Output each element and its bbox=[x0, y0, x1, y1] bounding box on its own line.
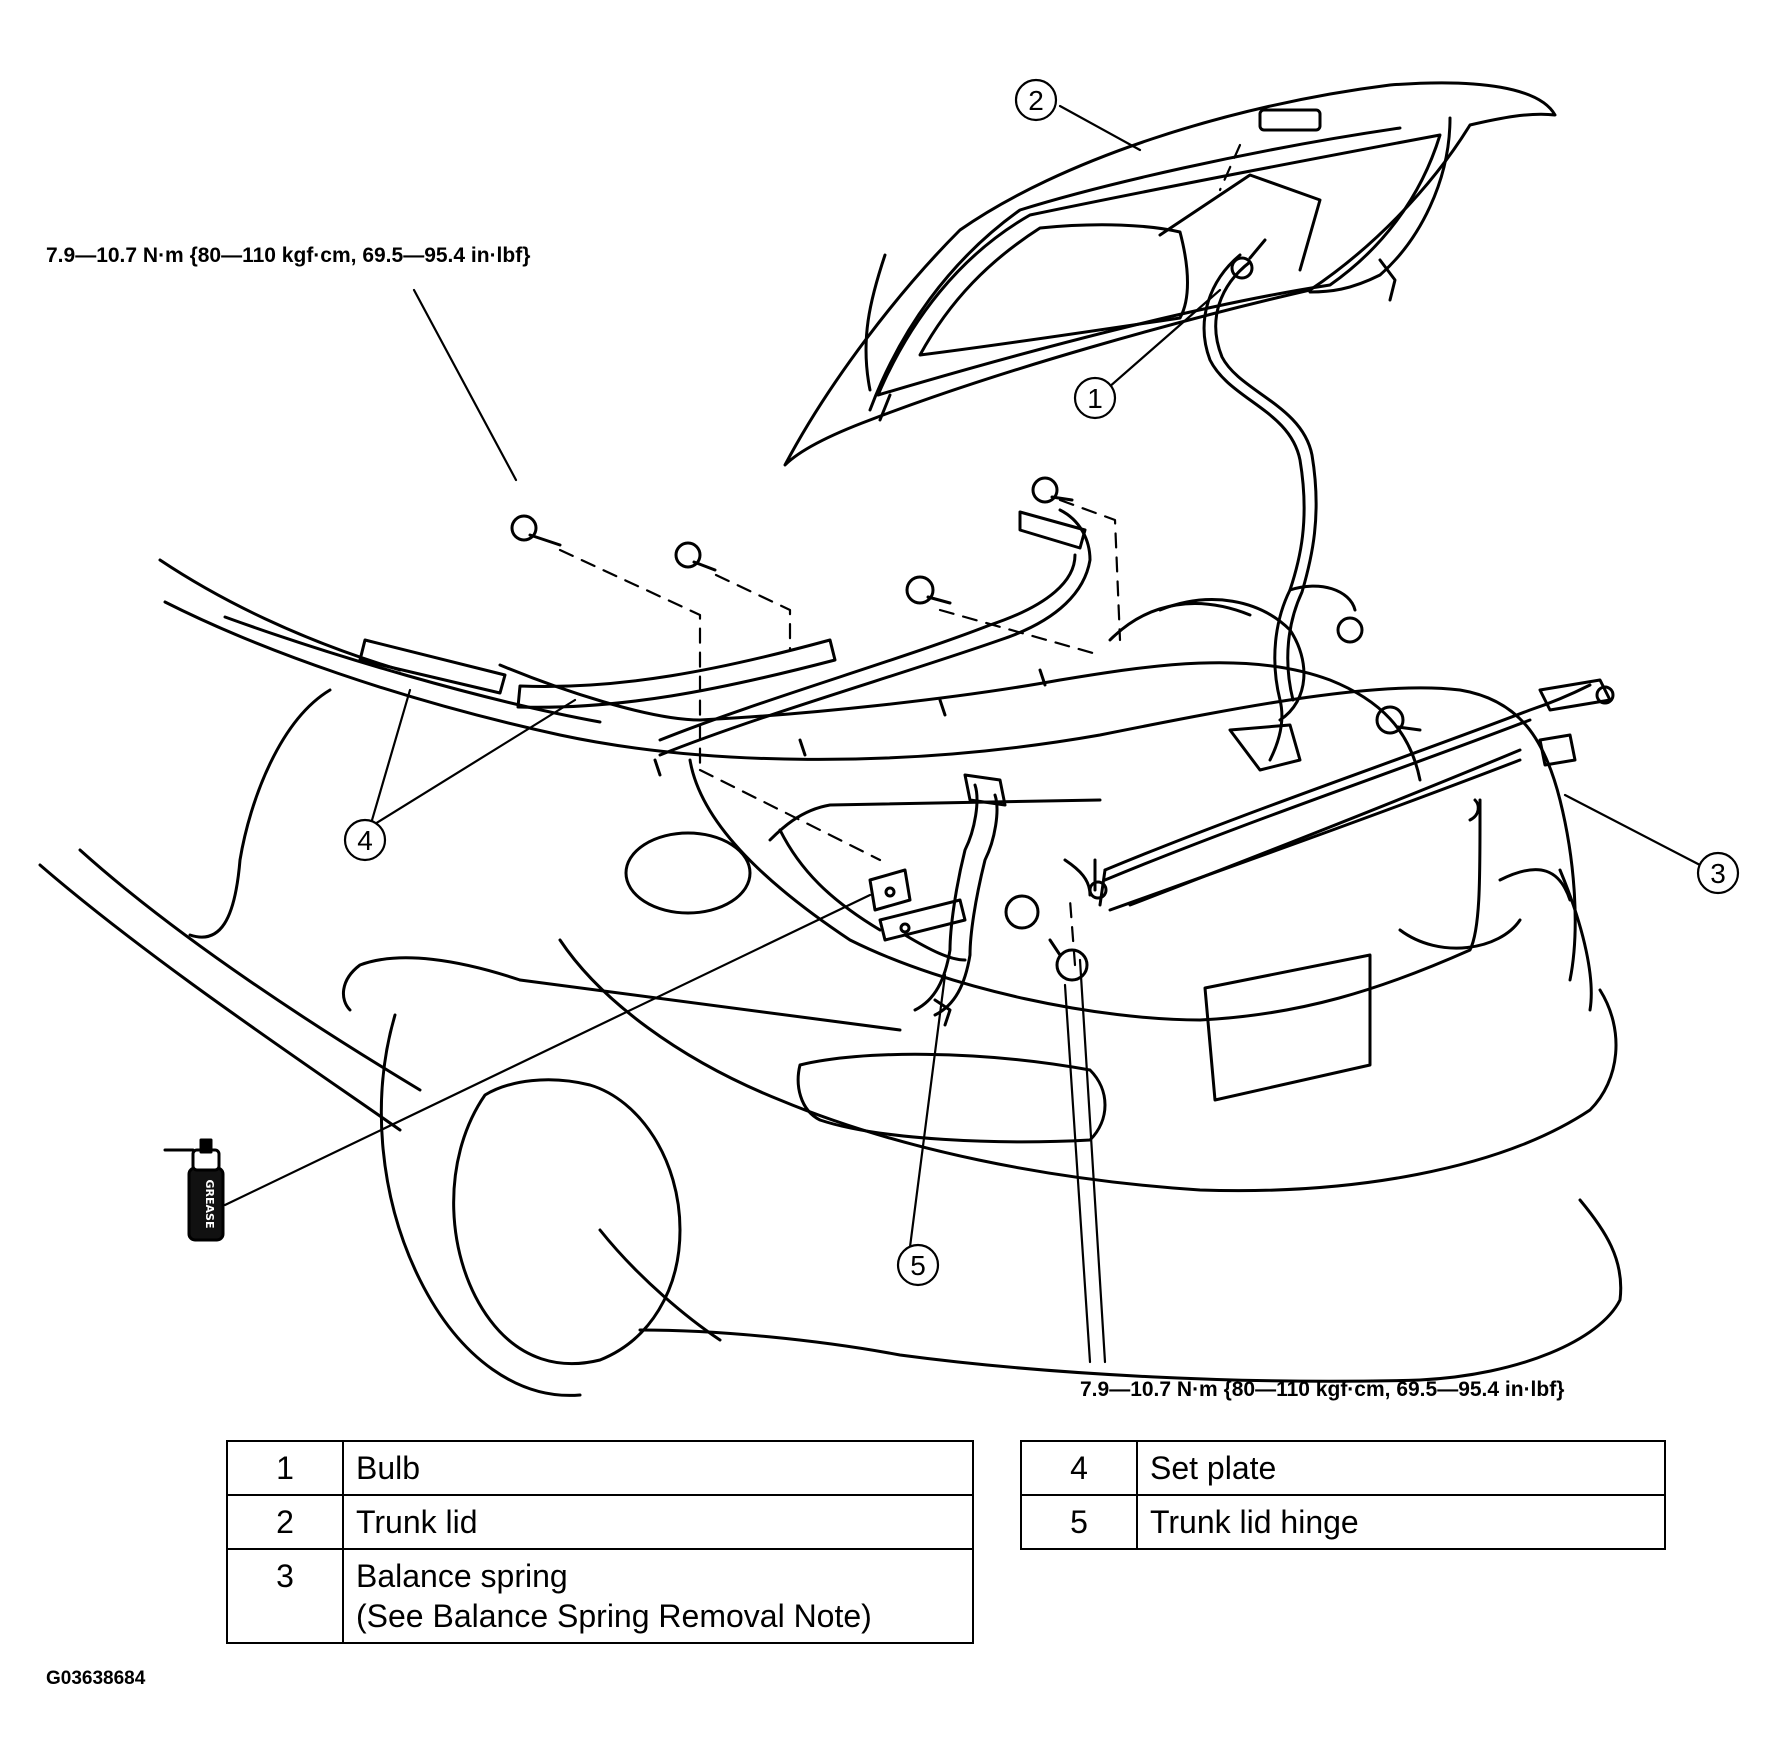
legend-part-name: Set plate bbox=[1136, 1440, 1666, 1496]
callout-circle-5 bbox=[896, 1243, 940, 1287]
parts-legend-right: 4 Set plate 5 Trunk lid hinge bbox=[1020, 1440, 1666, 1550]
callout-number-3: 3 bbox=[1710, 858, 1726, 889]
callout-circle-2 bbox=[1014, 78, 1058, 122]
callout-number-4: 4 bbox=[357, 825, 373, 856]
table-row: 4 Set plate bbox=[1020, 1440, 1666, 1496]
legend-part-note: (See Balance Spring Removal Note) bbox=[356, 1598, 872, 1634]
balance-spring-drawing bbox=[1093, 678, 1615, 912]
legend-part-cell: Balance spring (See Balance Spring Remov… bbox=[342, 1548, 974, 1644]
legend-part-name: Bulb bbox=[342, 1440, 974, 1496]
callout-number-1: 1 bbox=[1087, 383, 1103, 414]
legend-part-name: Trunk lid bbox=[342, 1494, 974, 1550]
table-row: 3 Balance spring (See Balance Spring Rem… bbox=[226, 1548, 974, 1644]
table-row: 2 Trunk lid bbox=[226, 1494, 974, 1550]
clips-and-bolts-drawing bbox=[510, 476, 1422, 982]
callout-circle-3 bbox=[1696, 851, 1740, 895]
car-body-drawing bbox=[38, 558, 1623, 1397]
table-row: 5 Trunk lid hinge bbox=[1020, 1494, 1666, 1550]
table-row: 1 Bulb bbox=[226, 1440, 974, 1496]
callout-circle-1 bbox=[1073, 376, 1117, 420]
legend-part-name: Balance spring bbox=[356, 1558, 568, 1594]
legend-number: 1 bbox=[226, 1440, 344, 1496]
callout-circles bbox=[343, 78, 1740, 1287]
torque-spec-top: 7.9—10.7 N·m {80—110 kgf·cm, 69.5—95.4 i… bbox=[46, 244, 531, 267]
legend-number: 2 bbox=[226, 1494, 344, 1550]
legend-part-name: Trunk lid hinge bbox=[1136, 1494, 1666, 1550]
set-plate-drawing bbox=[358, 508, 1306, 777]
callout-circle-4 bbox=[343, 818, 387, 862]
legend-number: 3 bbox=[226, 1548, 344, 1644]
figure-code: G03638684 bbox=[46, 1668, 146, 1689]
parts-legend-left: 1 Bulb 2 Trunk lid 3 Balance spring (See… bbox=[226, 1440, 974, 1644]
trunk-lid-drawing bbox=[783, 81, 1557, 467]
callout-number-2: 2 bbox=[1028, 85, 1044, 116]
legend-number: 5 bbox=[1020, 1494, 1138, 1550]
grease-can-label: GREASE bbox=[203, 1180, 216, 1229]
torque-spec-bottom: 7.9—10.7 N·m {80—110 kgf·cm, 69.5—95.4 i… bbox=[1080, 1378, 1565, 1401]
leader-lines bbox=[223, 104, 1702, 1364]
grease-can-icon bbox=[163, 1138, 225, 1242]
trunk-lid-hinge-drawing bbox=[868, 773, 1007, 1027]
bulb-harness-drawing bbox=[1202, 238, 1357, 772]
legend-number: 4 bbox=[1020, 1440, 1138, 1496]
callout-number-5: 5 bbox=[910, 1250, 926, 1281]
